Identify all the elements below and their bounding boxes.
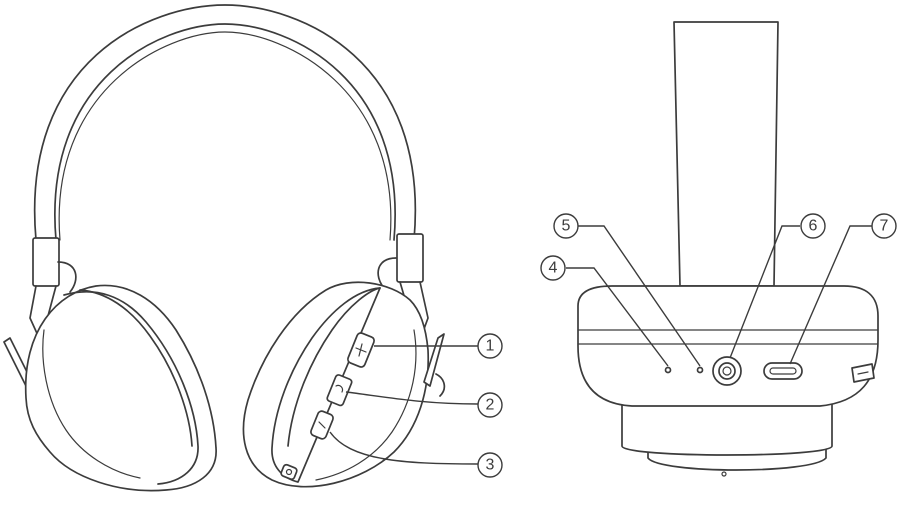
audio-jack-port[interactable]	[712, 356, 742, 386]
callout-line-2	[345, 391, 479, 405]
callout-label: 1	[486, 338, 495, 355]
left-ear-cup	[24, 284, 217, 492]
right-microphone-boom	[423, 333, 445, 387]
callout-line-5	[578, 225, 701, 367]
headphones-front-view: 1 2 3	[3, 4, 503, 492]
callout-label: 2	[486, 397, 495, 414]
ear-cup-bottom-view: 4 5 6 7	[540, 21, 897, 477]
left-slider-block	[32, 237, 60, 287]
callout-6: 6	[800, 213, 826, 239]
callout-4: 4	[540, 255, 566, 281]
callout-7: 7	[871, 213, 897, 239]
play-button[interactable]	[326, 374, 353, 407]
plus-button[interactable]	[347, 332, 376, 368]
usb-port-icon	[280, 463, 298, 481]
led-indicator	[696, 366, 704, 374]
headband-strip	[673, 21, 779, 287]
minus-button[interactable]	[310, 410, 335, 440]
right-slider-block	[396, 233, 424, 283]
callout-label: 6	[809, 218, 818, 235]
callout-line-3	[329, 431, 479, 465]
callout-line-6	[729, 225, 800, 359]
usb-c-port[interactable]	[763, 362, 803, 380]
cup-body	[577, 285, 879, 407]
headband	[33, 4, 417, 241]
callout-5: 5	[553, 213, 579, 239]
cushion-ring	[621, 403, 833, 456]
callout-3: 3	[477, 452, 503, 478]
microphone-slot	[851, 363, 875, 383]
callout-label: 5	[562, 218, 571, 235]
callout-1: 1	[477, 333, 503, 359]
callout-line-7	[789, 225, 872, 365]
callout-2: 2	[477, 392, 503, 418]
callout-label: 3	[486, 457, 495, 474]
microphone-hole	[664, 366, 672, 374]
callout-label: 4	[549, 260, 558, 277]
callout-line-4	[566, 267, 669, 367]
callout-label: 7	[880, 218, 889, 235]
